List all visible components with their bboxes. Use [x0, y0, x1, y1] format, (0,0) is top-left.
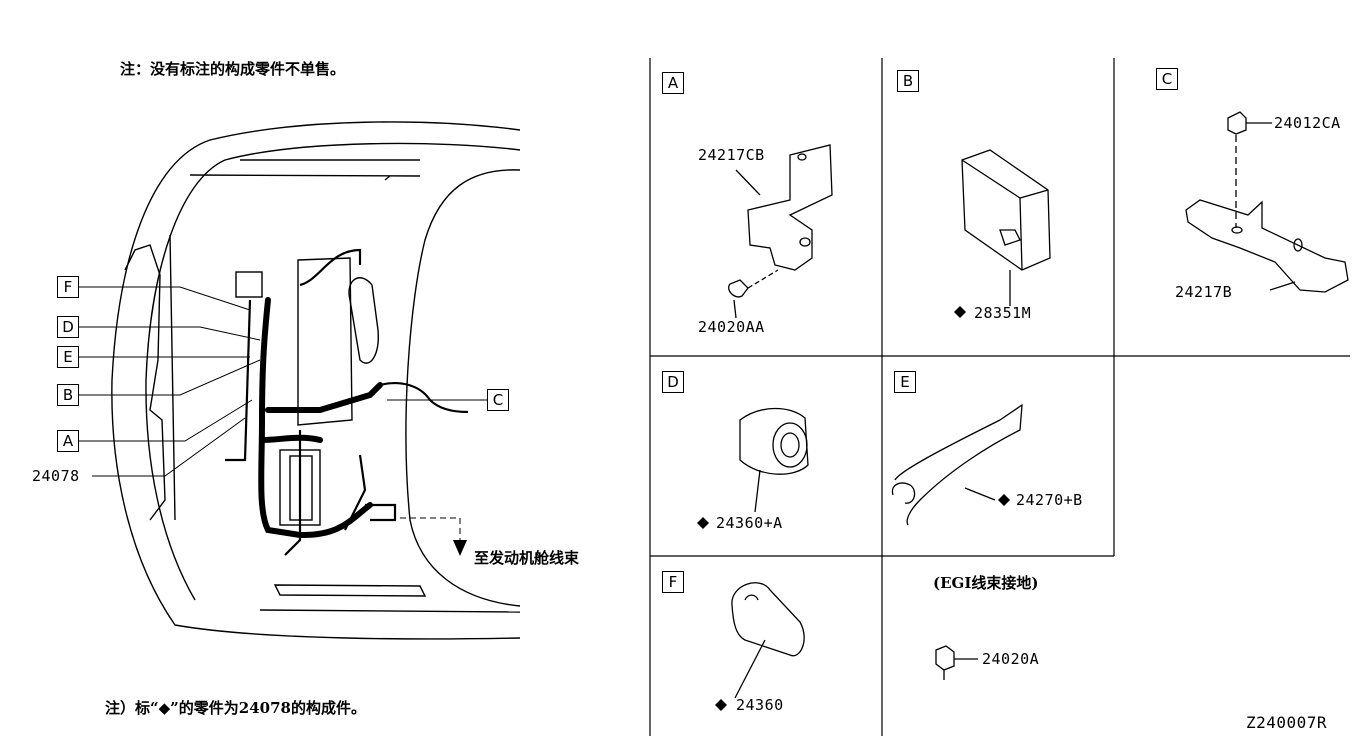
callout-f[interactable]: F	[57, 276, 79, 298]
part-number-24360: 24360	[736, 696, 784, 714]
part-number-24012ca: 24012CA	[1274, 114, 1341, 132]
callout-d[interactable]: D	[57, 316, 79, 338]
panel-a-label: A	[662, 72, 684, 94]
callout-b[interactable]: B	[57, 384, 79, 406]
callout-a[interactable]: A	[57, 430, 79, 452]
note-component-parts: 注）标“◆”的零件为24078的构成件。	[105, 699, 366, 717]
part-number-24360a: 24360+A	[716, 514, 783, 532]
panel-b-label: B	[897, 70, 919, 92]
to-engine-harness-label: 至发动机舱线束	[474, 549, 580, 567]
diagram-id: Z240007R	[1246, 713, 1328, 732]
panel-c-label: C	[1156, 68, 1178, 90]
part-number-24217cb: 24217CB	[698, 146, 765, 164]
panel-d-label: D	[662, 371, 684, 393]
callout-c[interactable]: C	[487, 389, 509, 411]
part-number-24217b: 24217B	[1175, 283, 1233, 301]
part-number-24078: 24078	[32, 467, 80, 485]
part-number-28351m: 28351M	[974, 304, 1032, 322]
panel-e-label: E	[894, 371, 916, 393]
panel-f-label: F	[662, 571, 684, 593]
note-unsold-parts: 注：没有标注的构成零件不单售。	[120, 60, 346, 78]
callout-e[interactable]: E	[57, 346, 79, 368]
part-number-24270b: 24270+B	[1016, 491, 1083, 509]
part-number-24020aa: 24020AA	[698, 318, 765, 336]
egi-ground-label: (EGI线束接地)	[933, 574, 1039, 592]
part-number-24020a: 24020A	[982, 650, 1040, 668]
